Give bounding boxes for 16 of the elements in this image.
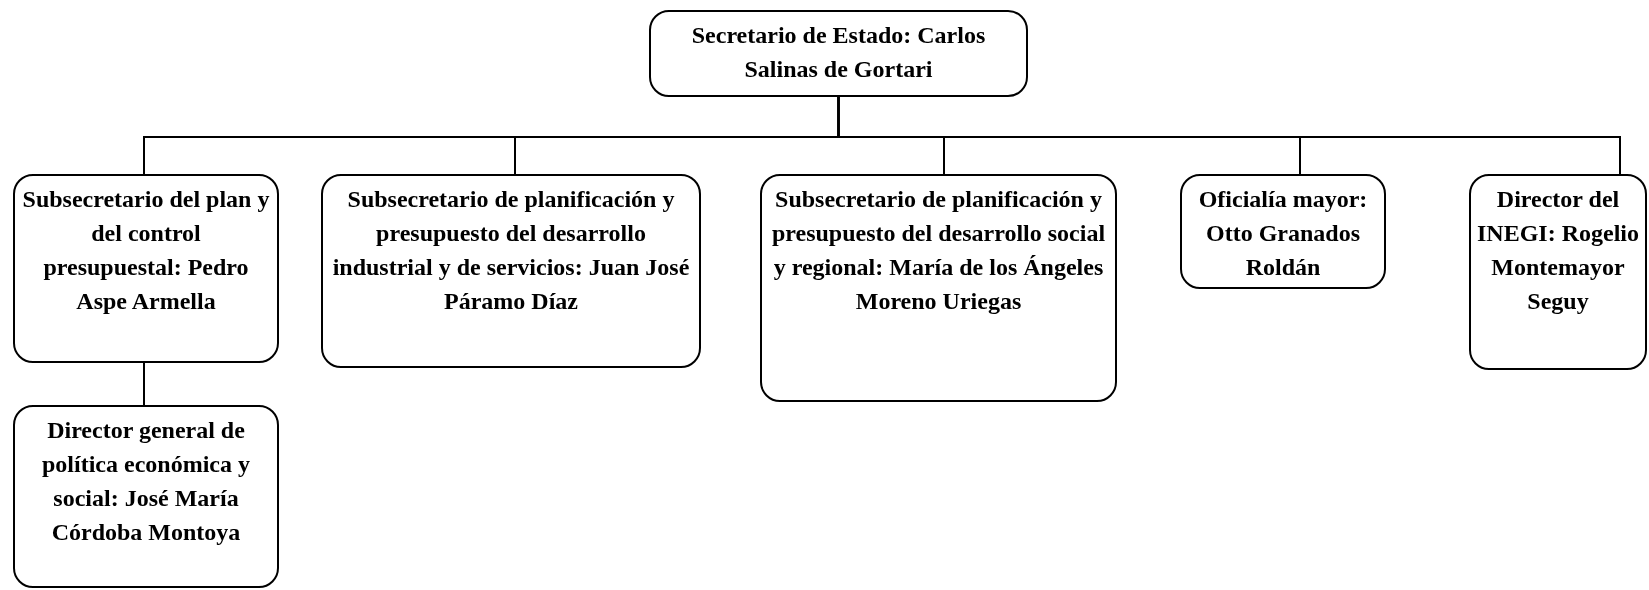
org-box [760, 174, 1117, 402]
box-text: Subsecretario del plan y del control presupuestal: Pedro Aspe Armella [21, 185, 271, 316]
org-box [321, 174, 701, 368]
box-text: Subsecretario de planificación y presupuesto del desarrollo industrial y de servicios: Juan José Páramo Díaz [331, 185, 691, 316]
box-text: Director general de política económica y social: José María Córdoba Montoya [41, 416, 251, 547]
connector-line [143, 362, 145, 406]
box-text: Secretario de Estado: Carlos Salinas de Gortari [690, 21, 987, 84]
org-box [649, 10, 1028, 97]
org-box [13, 174, 279, 363]
connector-line [837, 96, 1621, 175]
org-box [13, 405, 279, 588]
org-box [1469, 174, 1647, 370]
org-box [1180, 174, 1386, 289]
box-text: Oficialía mayor: Otto Granados Roldán [1197, 185, 1369, 282]
box-text: Director del INEGI: Rogelio Montemayor Seguy [1476, 185, 1640, 316]
box-text: Subsecretario de planificación y presupuesto del desarrollo social y regional: María de los Ángeles Moreno Uriegas [770, 185, 1107, 316]
